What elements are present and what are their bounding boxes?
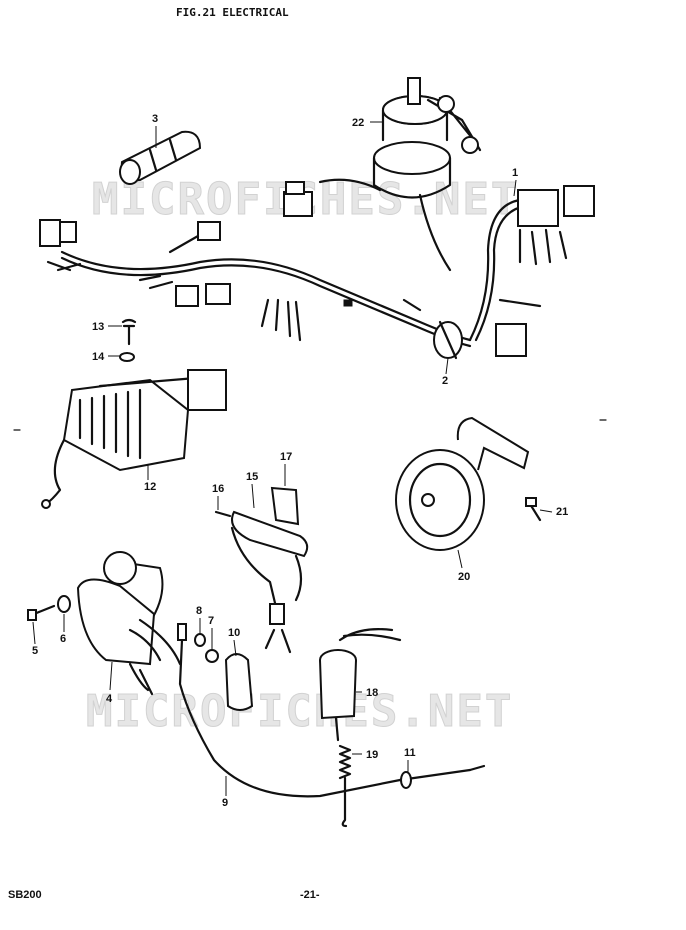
figure-title: FIG.21 ELECTRICAL (176, 6, 289, 19)
callout-11: 11 (404, 747, 416, 759)
bolt-16-part (214, 510, 232, 518)
callout-7: 7 (208, 615, 214, 627)
bracket-17-part (270, 486, 300, 526)
washer-6-part (57, 595, 71, 613)
stop-switch-18-part (319, 628, 402, 742)
callout-5: 5 (32, 645, 38, 657)
wiring-harness-part (39, 185, 595, 357)
footer-page-number: -21- (300, 889, 320, 901)
callout-15: 15 (246, 471, 258, 483)
callout-10: 10 (228, 627, 240, 639)
callout-6: 6 (60, 633, 66, 645)
cap-10-part (224, 653, 254, 711)
callout-22: 22 (352, 117, 364, 129)
callout-9: 9 (222, 797, 228, 809)
watermark-bottom: MICROFICHES.NET (86, 686, 513, 737)
callout-8: 8 (196, 605, 202, 617)
relay-15-part (230, 510, 309, 654)
lead-wire-9-part (177, 623, 402, 798)
nut-7-part (205, 649, 219, 663)
bolt-21-part (525, 497, 542, 522)
callout-19: 19 (366, 749, 378, 761)
harness-clamp-part (433, 320, 463, 360)
callout-2: 2 (442, 375, 448, 387)
spring-19-part (338, 744, 352, 828)
cable-11-part (398, 764, 486, 789)
screw-13-part (121, 318, 137, 346)
callout-18: 18 (366, 687, 378, 699)
callout-20: 20 (458, 571, 470, 583)
fuse-holder-part (119, 130, 202, 185)
ignition-switch-part (283, 77, 482, 272)
footer-model: SB200 (8, 889, 42, 901)
washer-8-part (194, 633, 206, 647)
starter-relay-part (76, 551, 182, 696)
callout-21: 21 (556, 506, 568, 518)
bolt-5-part (27, 604, 56, 621)
callout-3: 3 (152, 113, 158, 125)
callout-16: 16 (212, 483, 224, 495)
callout-1: 1 (512, 167, 518, 179)
callout-13: 13 (92, 321, 104, 333)
washer-14-part (119, 352, 135, 362)
callout-labels: 1 2 3 4 5 6 7 8 9 10 11 12 13 14 15 16 1… (32, 113, 568, 809)
callout-12: 12 (144, 481, 156, 493)
regulator-rectifier-part (41, 369, 227, 509)
callout-4: 4 (106, 693, 113, 705)
callout-14: 14 (92, 351, 105, 363)
callout-17: 17 (280, 451, 292, 463)
horn-part (395, 416, 530, 551)
